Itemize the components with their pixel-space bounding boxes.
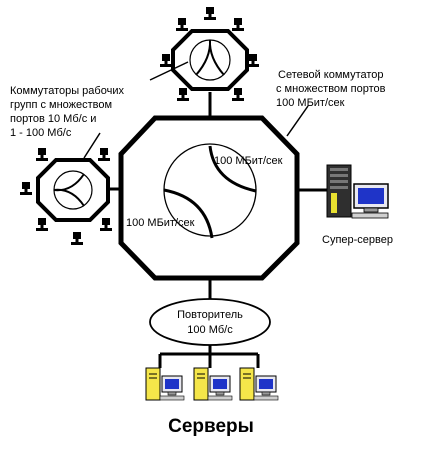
workgroup-label: Коммутаторы рабочих групп с множеством п… — [10, 85, 124, 139]
server-icon — [239, 367, 279, 401]
workstation-icon — [98, 148, 110, 161]
workgroup-switch-top-octagon — [171, 29, 249, 91]
main-switch-label-line-2: с множеством портов — [276, 83, 386, 95]
server-case — [193, 367, 209, 401]
super-server-screen — [358, 188, 384, 204]
link-speed-label-left: 100 МБит/сек — [126, 217, 195, 229]
workstation-icon — [176, 18, 188, 31]
workstation-icon — [71, 232, 83, 245]
workgroup-label-line-1: Коммутаторы рабочих — [10, 85, 124, 97]
server-icon — [145, 367, 185, 401]
main-switch-arc-top — [208, 145, 257, 193]
pointer-workgroup-to-top — [149, 61, 189, 81]
super-server-keyboard — [351, 212, 389, 219]
label-pointers — [83, 61, 309, 159]
workgroup-switch-left-arc-2 — [53, 188, 85, 207]
main-switch-arc-left — [163, 188, 214, 239]
workstation-icon — [160, 54, 172, 67]
super-server-tower — [326, 164, 352, 218]
workstation-icon — [247, 54, 259, 67]
workstation-icon — [100, 218, 112, 231]
workstation-icon — [36, 148, 48, 161]
main-switch-label: Сетевой коммутатор с множеством портов 1… — [276, 69, 386, 109]
main-switch-label-line-1: Сетевой коммутатор — [278, 69, 384, 81]
repeater: Повторитель 100 Мб/с — [149, 298, 271, 346]
workstation-icon — [204, 7, 216, 20]
pointer-workgroup-to-left — [83, 132, 101, 159]
server-case — [239, 367, 255, 401]
link-speed-label-top: 100 МБит/сек — [214, 155, 283, 167]
pointer-main-switch — [286, 105, 309, 137]
workgroup-label-line-3: портов 10 Мб/с и — [10, 113, 96, 125]
repeater-ellipse — [149, 298, 271, 346]
superserver-label: Супер-сервер — [322, 234, 393, 246]
workstations-left — [20, 148, 112, 245]
servers-group — [145, 367, 279, 401]
server-case — [145, 367, 161, 401]
repeater-label-line-2: 100 Мб/с — [187, 324, 233, 336]
main-switch — [118, 115, 300, 281]
main-switch-octagon — [118, 115, 300, 281]
workstation-icon — [232, 18, 244, 31]
main-switch-label-line-3: 100 МБит/сек — [276, 97, 345, 109]
workgroup-switch-left — [36, 158, 110, 222]
workgroup-label-line-4: 1 - 100 Мб/с — [10, 127, 72, 139]
workstation-icon — [20, 182, 32, 195]
workgroup-label-line-2: групп с множеством — [10, 99, 112, 111]
workgroup-switch-top-arc-2 — [208, 39, 225, 76]
workgroup-switch-top — [171, 29, 249, 91]
workstation-icon — [232, 88, 244, 101]
workgroup-switch-left-octagon — [36, 158, 110, 222]
workstation-icon — [36, 218, 48, 231]
repeater-label-line-1: Повторитель — [177, 309, 243, 321]
server-icon — [193, 367, 233, 401]
workstations-top — [160, 7, 259, 101]
super-server-icon — [326, 164, 389, 219]
servers-title: Серверы — [168, 416, 254, 437]
workstation-icon — [177, 88, 189, 101]
